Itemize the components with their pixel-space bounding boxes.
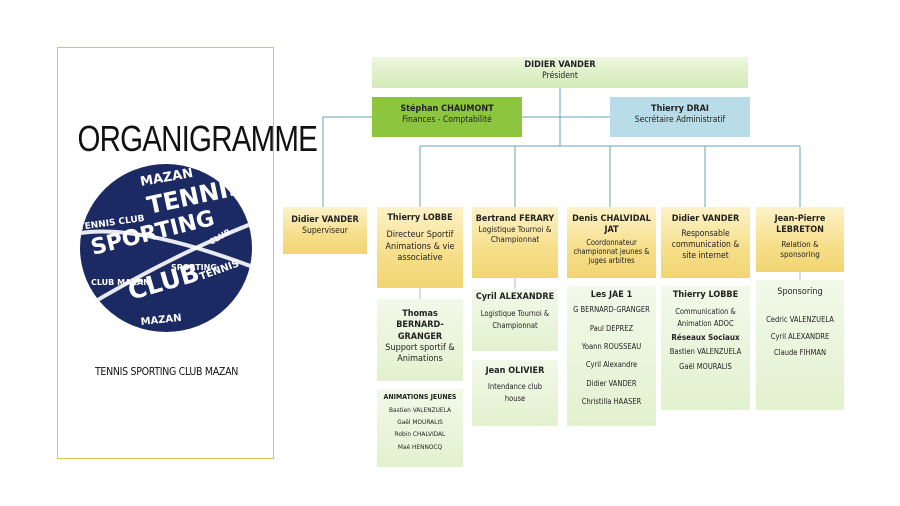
column-5-name: Didier VANDER (671, 214, 740, 224)
list-item: Gaël MOURALIS (679, 361, 732, 371)
column-5-role: Responsable communication & site interne… (671, 229, 740, 261)
list-item: Yoann ROUSSEAU (581, 342, 642, 351)
list-item: Bastien VALENZUELA (669, 347, 742, 357)
column-6-name: Jean-Pierre LEBRETON (774, 214, 826, 236)
column-5-comm-name: Thierry LOBBE (672, 290, 739, 300)
column-2-support-name: Thomas BERNARD-GRANGER (396, 309, 444, 342)
list-item: Claude FIHMAN (773, 348, 826, 358)
column-4-name: Denis CHALVIDAL JAT (572, 214, 651, 236)
column-4-jae-box: Les JAE 1 G BERNARD-GRANGER Paul DEPREZ … (567, 286, 656, 426)
column-3-intendance-box: Jean OLIVIER Intendance club house (472, 360, 558, 426)
column-3-name: Bertrand FERARY (475, 214, 555, 224)
column-2-jeunes-box: ANIMATIONS JEUNES Bastien VALENZUELA Gaë… (377, 389, 463, 467)
social-list: Bastien VALENZUELA Gaël MOURALIS (661, 345, 750, 374)
jeunes-title: ANIMATIONS JEUNES (383, 393, 457, 401)
column-6-role: Relation & sponsoring (780, 239, 820, 259)
column-2-head: Thierry LOBBE Directeur Sportif Animatio… (377, 207, 463, 288)
list-item: Didier VANDER (586, 378, 637, 388)
column-2-support-box: Thomas BERNARD-GRANGER Support sportif &… (377, 299, 463, 381)
column-3-role: Logistique Tournoi & Championnat (478, 225, 552, 245)
tennis-ball-logo: MAZAN TENNIS SPORTING CLUB TENNIS CLUB T… (80, 164, 252, 332)
president-name: DIDIER VANDER (524, 60, 596, 70)
list-item: Gaël MOURALIS (397, 418, 443, 427)
president-role: Président (542, 71, 578, 82)
list-item: Maé HENNOCQ (397, 442, 443, 451)
column-3-intendance-name: Jean OLIVIER (485, 366, 545, 376)
column-1-role: Superviseur (302, 226, 348, 237)
left-panel: ORGANIGRAMME MAZAN TENNIS SPORTING CLUB … (57, 47, 318, 459)
column-6-sponsoring-box: Sponsoring Cedric VALENZUELA Cyril ALEXA… (756, 280, 844, 410)
svg-text:SPORTING: SPORTING (171, 263, 217, 272)
president-box: DIDIER VANDER Président (372, 57, 748, 88)
finance-box: Stéphan CHAUMONT Finances - Comptabilité (372, 97, 522, 137)
club-name: TENNIS SPORTING CLUB MAZAN (94, 366, 239, 378)
column-4-head: Denis CHALVIDAL JAT Coordonnateur champi… (567, 207, 656, 278)
column-2-support-role: Support sportif & Animations (385, 342, 455, 364)
column-5-comm-role: Communication & Animation ADOC (675, 307, 736, 329)
column-3-head: Bertrand FERARY Logistique Tournoi & Cha… (472, 207, 558, 278)
column-3-intendance-role: Intendance club house (487, 382, 543, 403)
finance-name: Stéphan CHAUMONT (400, 104, 494, 114)
svg-text:CLUB MAZAN: CLUB MAZAN (91, 278, 150, 287)
column-5-head: Didier VANDER Responsable communication … (661, 207, 750, 278)
column-2-name: Thierry LOBBE (387, 213, 453, 223)
jae-list: G BERNARD-GRANGER Paul DEPREZ Yoann ROUS… (567, 301, 656, 411)
list-item: Robin CHALVIDAL (394, 430, 446, 439)
column-6-head: Jean-Pierre LEBRETON Relation & sponsori… (756, 207, 844, 272)
column-5-comm-box: Thierry LOBBE Communication & Animation … (661, 286, 750, 410)
secretary-name: Thierry DRAI (651, 104, 709, 114)
column-2-role: Directeur Sportif Animations & vie assoc… (385, 230, 455, 263)
column-3-logistics-name: Cyril ALEXANDRE (475, 292, 555, 302)
column-1-head: Didier VANDER Superviseur (283, 207, 367, 254)
sponsoring-title: Sponsoring (777, 287, 823, 297)
page-title: ORGANIGRAMME (77, 118, 318, 159)
list-item: G BERNARD-GRANGER (573, 305, 650, 315)
column-3-logistics-role: Logistique Tournoi & Championnat (480, 309, 550, 331)
sponsoring-list: Cedric VALENZUELA Cyril ALEXANDRE Claude… (756, 312, 844, 362)
column-1-name: Didier VANDER (291, 215, 359, 225)
column-4-role: Coordonnateur championnat jeunes & juges… (573, 237, 650, 266)
list-item: Bastien VALENZUELA (388, 405, 451, 414)
jae-title: Les JAE 1 (590, 290, 633, 300)
jeunes-list: Bastien VALENZUELA Gaël MOURALIS Robin C… (377, 404, 463, 453)
finance-role: Finances - Comptabilité (402, 115, 492, 126)
list-item: Cyril Alexandre (585, 360, 638, 370)
svg-text:MAZAN: MAZAN (140, 313, 182, 328)
list-item: Paul DEPREZ (589, 323, 634, 333)
column-3-logistics-box: Cyril ALEXANDRE Logistique Tournoi & Cha… (472, 289, 558, 351)
social-title: Réseaux Sociaux (671, 333, 740, 343)
list-item: Cyril ALEXANDRE (770, 331, 830, 341)
list-item: Christilla HAASER (581, 397, 642, 407)
list-item: Cedric VALENZUELA (766, 315, 834, 325)
secretary-role: Secrétaire Administratif (634, 115, 726, 126)
secretary-box: Thierry DRAI Secrétaire Administratif (610, 97, 750, 137)
